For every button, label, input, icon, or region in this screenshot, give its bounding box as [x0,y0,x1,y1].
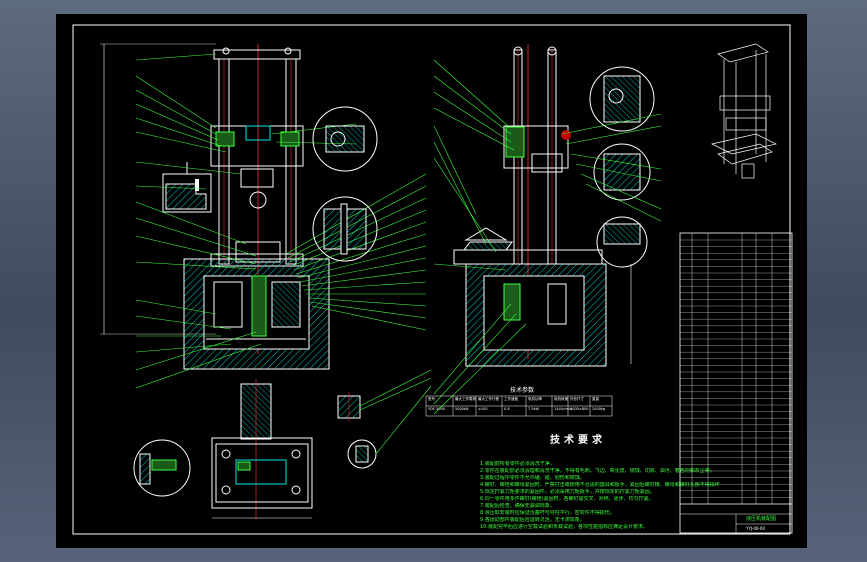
side-view [433,44,662,415]
spec-header-cell: 重量 [592,397,599,401]
spec-header-cell: 电机功率 [528,397,542,401]
drawing-canvas: 技术参数 技术要求 1.装配前所有零件必须清洗干净，2.零件在装配前必须清理和清… [56,14,807,548]
tech-note-line: 5.规定拧紧力矩要求的紧固件，必须采用力矩扳手，并按规定的拧紧力矩紧固。 [480,489,655,495]
tech-note-line: 7.装配后检查，确保无漏油现象。 [480,503,555,509]
spec-header-cell: 电机转速 [554,397,568,401]
spec-value-cell: YDF-5000 [428,407,446,411]
spec-value-cell: 1000×800 [570,407,589,411]
drawing-number: YYJ-00-00 [746,526,765,531]
front-view [100,43,427,389]
bom-table [679,232,793,534]
spec-value-cell: 1440r/min [554,407,573,411]
detail-views [337,369,432,469]
spec-value-cell: ≥100 [478,407,488,411]
drawing-name: 液压机装配图 [746,516,777,522]
spec-value-cell: 2000kg [592,407,606,411]
spec-table-lines [425,395,613,417]
top-view [133,379,313,519]
tech-note-line: 8.液压缸安装时应保证活塞杆与导柱平行，密封件不得损伤。 [480,510,615,516]
spec-header-cell: 最大工作行程 [478,397,499,401]
spec-header-cell: 工作速度 [504,397,518,401]
iso-view [710,43,778,179]
tech-note-line: 10.装配完毕后应进行空载试验和负载试验，各项性能指标应满足设计要求。 [480,524,648,530]
tech-note-line: 9.各运动部件装配后应运转灵活，无卡滞现象。 [480,517,585,523]
spec-table-title: 技术参数 [510,387,535,394]
spec-value-cell: 0.8 [504,407,510,411]
spec-value-cell: 7.5kW [528,407,540,411]
cad-drawing [72,24,793,535]
tech-requirements-title: 技术要求 [550,435,606,446]
tech-notes: 1.装配前所有零件必须清洗干净，2.零件在装配前必须清理和清洗干净，不得有毛刺、… [480,461,720,531]
spec-header-cell: 外形尺寸 [570,397,584,401]
spec-header-cell: 型号 [428,397,435,401]
spec-header-cell: 最大工作载荷 [455,397,476,401]
tech-note-line: 6.同一零件用多件螺钉(螺栓)紧固时，各螺钉需交叉、对称、逐步、均匀拧紧。 [480,496,654,502]
tech-note-line: 2.零件在装配前必须清理和清洗干净，不得有毛刺、飞边、氧化皮、锈蚀、切屑、油污、… [480,468,715,474]
tech-note-line: 1.装配前所有零件必须清洗干净， [480,461,555,467]
spec-value-cell: 5000kN [455,407,469,411]
tech-note-line: 4.螺钉、螺栓和螺母紧固时，严禁打击或使用不合适的旋具和扳手，紧固后螺钉槽、螺母… [480,482,720,488]
tech-note-line: 3.装配过程中零件不允许磕、碰、划伤和锈蚀。 [480,475,585,481]
